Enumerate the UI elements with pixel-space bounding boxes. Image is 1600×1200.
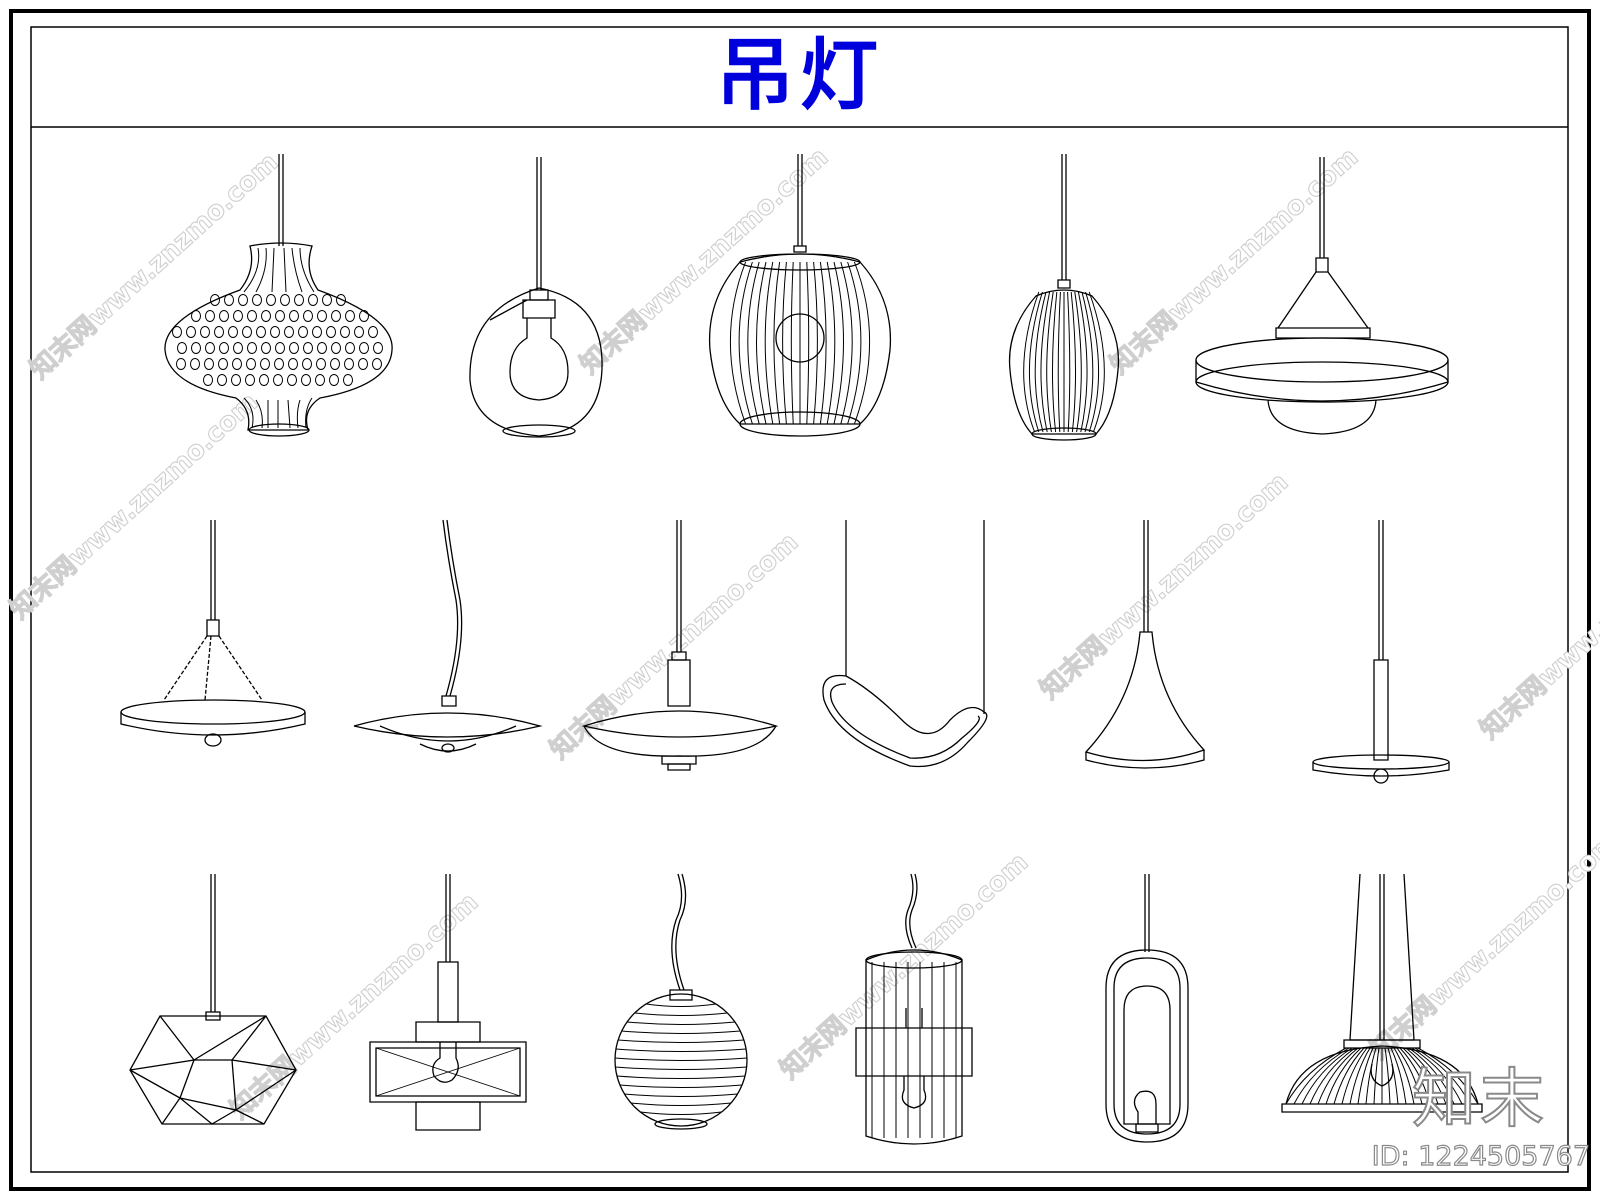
pendant-lamp-ribbon-loop-icon xyxy=(823,520,987,767)
pendant-lamp-oval-ring-icon xyxy=(1106,874,1188,1142)
page-title: 吊灯 xyxy=(715,30,884,121)
pendant-lamp-saucer-icon xyxy=(584,520,776,770)
watermark-text: 知末网www.znzmo.com xyxy=(225,887,485,1125)
pendant-lamp-flat-disc-cone-icon xyxy=(1196,157,1448,434)
watermark-text: 知末网www.znzmo.com xyxy=(575,142,835,380)
pendant-lamp-cage-cylinder-icon xyxy=(856,874,972,1144)
inner-frame xyxy=(31,27,1568,1172)
pendant-lamp-ribbed-oval-icon xyxy=(1010,154,1119,440)
watermark-text: 知末网www.znzmo.com xyxy=(1035,467,1295,705)
pendant-lamp-tripod-disc-icon xyxy=(121,520,305,746)
image-id-label: ID: 1224505767 xyxy=(1371,1140,1590,1172)
pendant-lamp-trumpet-icon xyxy=(1086,520,1204,768)
outer-frame xyxy=(11,11,1589,1189)
watermark-text: 知末网www.znzmo.com xyxy=(5,387,265,625)
watermark-text: 知末网www.znzmo.com xyxy=(775,847,1035,1085)
brand-logo: 知末 xyxy=(1411,1062,1548,1138)
perforation-pattern xyxy=(244,248,314,428)
pendant-lamp-ribbed-dome-icon xyxy=(1282,874,1482,1112)
watermark-text: 知末网www.znzmo.com xyxy=(545,527,805,765)
pendant-lamp-faceted-polygon-icon xyxy=(130,874,296,1124)
pendant-lamp-ribbed-barrel-icon xyxy=(710,154,891,436)
pendant-lamp-glass-drop-icon xyxy=(470,157,602,437)
watermark-text: 知末网www.znzmo.com xyxy=(1475,507,1600,745)
pendant-lamp-perforated-gourd-icon xyxy=(165,154,392,436)
watermark-text: 知末网www.znzmo.com xyxy=(1365,827,1600,1065)
watermark-text: 知末网www.znzmo.com xyxy=(25,147,285,385)
pendant-lamp-ringed-sphere-icon xyxy=(615,874,747,1129)
pendant-lamp-stacked-box-icon xyxy=(370,874,526,1130)
pendant-lamp-small-disc-icon xyxy=(1313,520,1449,783)
pendant-lamp-twisted-cord-disc-icon xyxy=(354,520,540,752)
